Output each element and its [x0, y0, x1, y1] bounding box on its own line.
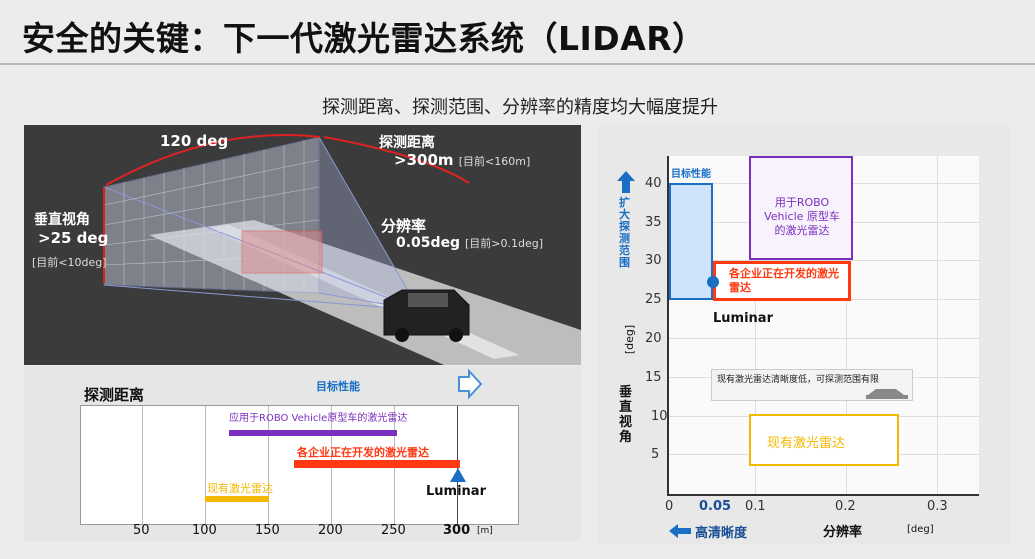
range-tick: 200: [318, 523, 343, 538]
target-region-box: [669, 183, 713, 300]
target-region-label: 目标性能: [671, 169, 711, 180]
lidar-scene: 120 deg 探测距离 >300m [目前<160m] 垂直视角 >25 de…: [24, 125, 581, 365]
lidar-scene-illustration: [103, 134, 581, 365]
resolution-chart: 扩大探测范围 [deg] 垂直视角 目标性能 用于ROBO Vehicle 原型…: [597, 125, 1011, 545]
existing-region-label: 现有激光雷达: [767, 436, 846, 451]
range-plot-area: 应用于ROBO Vehicle原型车的激光雷达 各企业正在开发的激光雷达 现有激…: [80, 405, 519, 525]
range-arc: [323, 136, 470, 184]
luminar-point-label: Luminar: [713, 311, 773, 326]
y-tick: 40: [645, 176, 662, 191]
fov-arc: [105, 134, 321, 186]
robo-range-label: 应用于ROBO Vehicle原型车的激光雷达: [229, 413, 408, 424]
range-value: >300m: [394, 151, 454, 169]
y-tick: 10: [651, 409, 668, 424]
fov-edge-1: [318, 136, 420, 311]
range-target-label: 目标性能: [316, 380, 360, 393]
resolution-plot-area: 目标性能 用于ROBO Vehicle 原型车的激光雷达 各企业正在开发的激光雷…: [667, 156, 979, 496]
y-tick: 15: [645, 370, 662, 385]
vfov-label: 垂直视角: [34, 212, 90, 228]
range-unit: [m]: [477, 526, 493, 536]
y-tick: 35: [645, 215, 662, 230]
luminar-marker-icon: [450, 468, 466, 482]
dev-region-label: 各企业正在开发的激光雷达: [729, 267, 839, 294]
range-label: 探测距离: [379, 135, 435, 151]
page-title: 安全的关键：下一代激光雷达系统（LIDAR）: [22, 19, 706, 58]
y-tick: 20: [645, 331, 662, 346]
y-arrow-label: 扩大探测范围: [619, 196, 630, 269]
ego-car-icon: [383, 289, 470, 342]
range-current: [目前<160m]: [458, 155, 531, 168]
x-unit: [deg]: [907, 524, 934, 535]
x-tick: 0.1: [745, 499, 766, 514]
fov-grid: [103, 140, 320, 293]
robo-region-label: 用于ROBO Vehicle 原型车的激光雷达: [764, 196, 840, 237]
dev-region-box: [713, 261, 851, 301]
y-unit: [deg]: [623, 324, 637, 355]
range-tick: 50: [133, 523, 150, 538]
resolution-value: 0.05deg: [396, 235, 461, 251]
range-chart-title: 探测距离: [84, 386, 145, 404]
range-chart: 探测距离 目标性能 应用于ROBO Vehicle原型车的激光雷达 各企业正在开…: [24, 366, 581, 541]
range-tick-max: 300: [443, 523, 471, 538]
x-tick: 0.3: [927, 499, 948, 514]
x-tick: 0.2: [835, 499, 856, 514]
vfov-current: [目前<10deg]: [32, 256, 107, 269]
dev-range-label: 各企业正在开发的激光雷达: [297, 446, 429, 459]
resolution-current: [目前>0.1deg]: [464, 237, 543, 250]
target-arrow-icon: [458, 369, 483, 399]
range-tick: 100: [192, 523, 217, 538]
x-tick: 0: [665, 499, 674, 514]
y-tick: 5: [651, 447, 660, 462]
fov-edge-3: [103, 284, 420, 311]
title-divider: [0, 63, 1035, 65]
existing-note-text: 现有激光雷达清晰度低，可探测范围有限: [717, 375, 880, 385]
x-arrow-label: 高清晰度: [695, 526, 748, 541]
y-tick: 30: [645, 253, 662, 268]
car-icon: [866, 389, 908, 399]
luminar-range-label: Luminar: [426, 484, 486, 499]
existing-range-bar: [205, 496, 269, 502]
luminar-point: [707, 276, 719, 288]
page-subtitle: 探测距离、探测范围、分辨率的精度均大幅度提升: [322, 97, 718, 118]
range-tick: 150: [255, 523, 280, 538]
fov-horizontal-label: 120 deg: [160, 132, 229, 150]
resolution-label: 分辨率: [381, 217, 427, 235]
robo-range-bar: [229, 430, 397, 436]
existing-range-label: 现有激光雷达: [207, 482, 273, 495]
y-axis-label: 垂直视角: [619, 385, 633, 445]
up-arrow-icon: [617, 171, 635, 193]
detected-vehicle-box: [241, 230, 323, 274]
dev-range-bar: [294, 460, 460, 468]
x-tick: 0.05: [699, 499, 732, 514]
x-axis-label: 分辨率: [823, 525, 863, 540]
vfov-value: >25 deg: [38, 229, 109, 247]
left-arrow-icon: [669, 524, 691, 538]
range-tick: 250: [381, 523, 406, 538]
robo-region-box: [749, 156, 853, 260]
existing-region-box: [749, 414, 899, 466]
y-tick: 25: [645, 292, 662, 307]
